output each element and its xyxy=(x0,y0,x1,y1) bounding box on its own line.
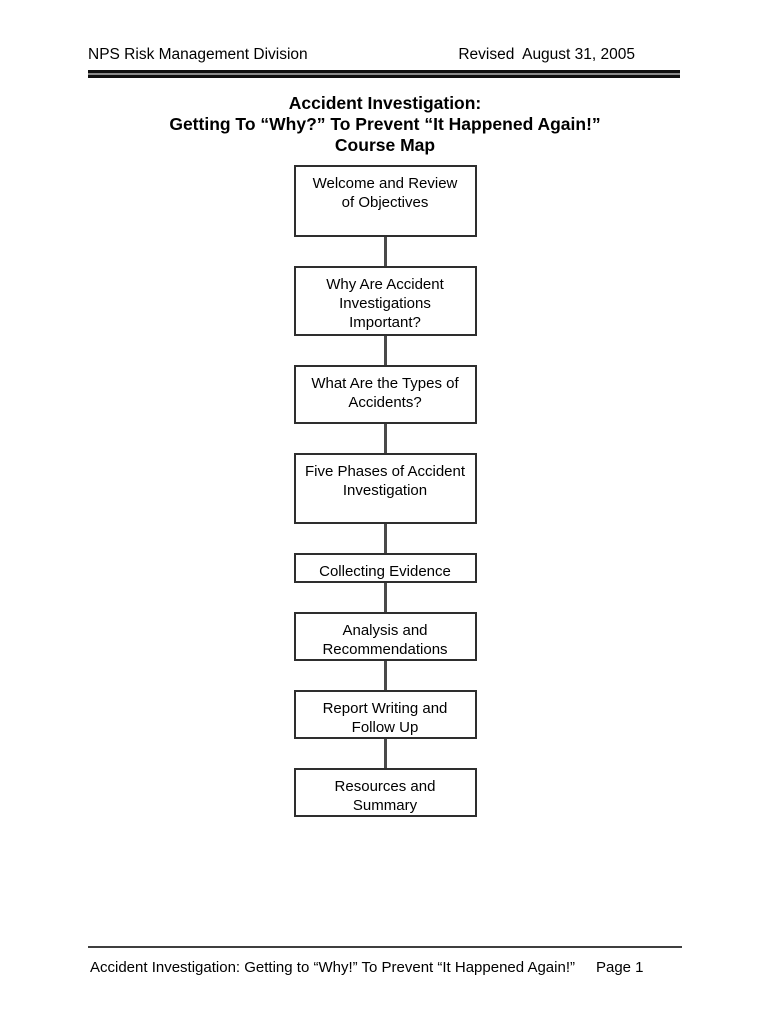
header-revised-date: Revised August 31, 2005 xyxy=(458,46,635,63)
flow-box-report-writing: Report Writing and Follow Up xyxy=(293,690,477,739)
flow-box-welcome-and-review: Welcome and Review of Objectives xyxy=(293,165,477,237)
connector-line xyxy=(383,739,387,768)
page-title: Accident Investigation: Getting To “Why?… xyxy=(169,93,601,155)
flow-box-resources-summary: Resources and Summary xyxy=(293,768,477,817)
footer-rule xyxy=(88,946,682,948)
connector-line xyxy=(383,237,387,266)
header-division-label: NPS Risk Management Division xyxy=(88,46,308,63)
connector-line xyxy=(383,583,387,612)
connector-line xyxy=(383,336,387,365)
page-header: NPS Risk Management Division Revised Aug… xyxy=(88,46,680,64)
course-map-flowchart: Welcome and Review of Objectives Why Are… xyxy=(0,165,770,817)
page-footer: Accident Investigation: Getting to “Why!… xyxy=(90,959,682,976)
footer-page-number: Page 1 xyxy=(595,959,644,976)
header-rule xyxy=(88,70,680,78)
connector-line xyxy=(383,661,387,690)
flow-box-why-important: Why Are Accident Investigations Importan… xyxy=(293,266,477,336)
flow-box-analysis-recommendations: Analysis and Recommendations xyxy=(293,612,477,661)
flow-box-five-phases: Five Phases of Accident Investigation xyxy=(293,453,477,524)
footer-course-title: Accident Investigation: Getting to “Why!… xyxy=(90,959,575,976)
flow-box-collecting-evidence: Collecting Evidence xyxy=(293,553,477,583)
connector-line xyxy=(383,424,387,453)
flow-box-types-of-accidents: What Are the Types of Accidents? xyxy=(293,365,477,424)
connector-line xyxy=(383,524,387,553)
